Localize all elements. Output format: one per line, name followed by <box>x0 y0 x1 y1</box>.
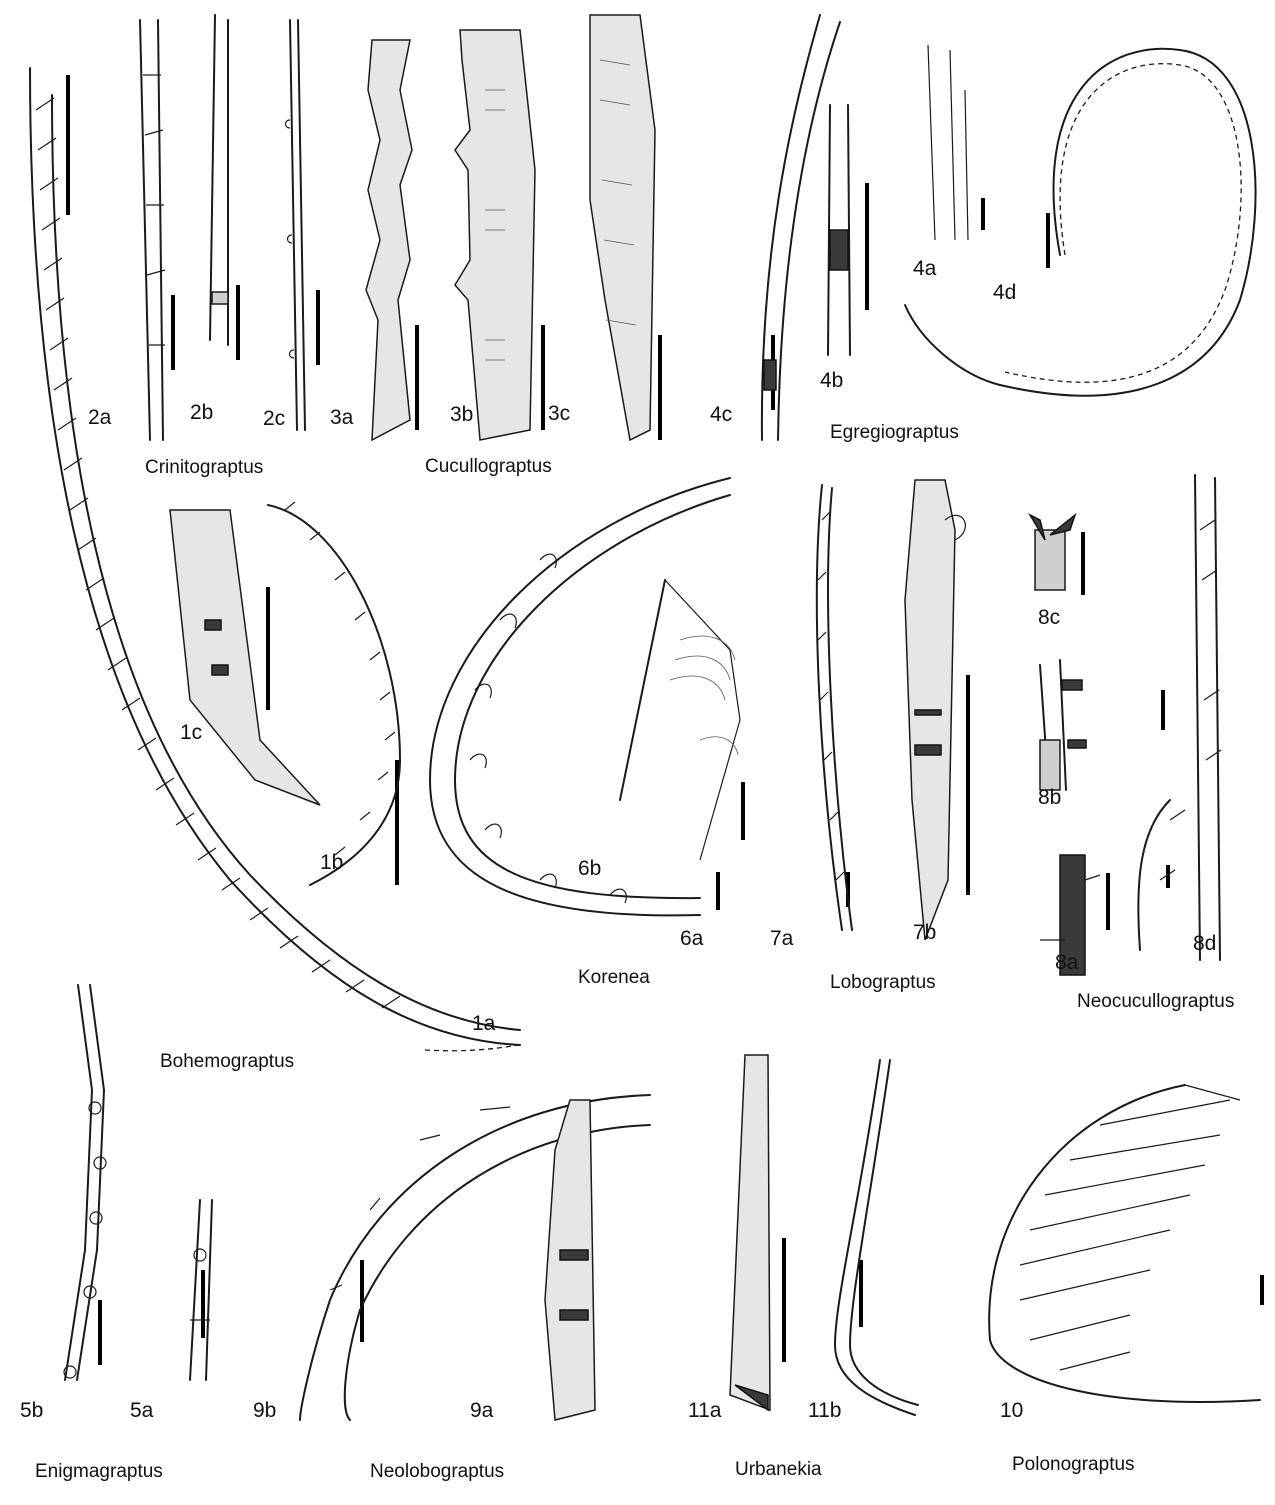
genus-neocucullograptus: Neocucullograptus <box>1077 991 1235 1012</box>
specimen-1c <box>169 509 321 806</box>
figure-label-9a: 9a <box>470 1399 494 1422</box>
figure-label-2c: 2c <box>263 407 286 430</box>
figure-label-1b: 1b <box>320 851 344 874</box>
figure-label-3a: 3a <box>330 406 354 429</box>
figure-label-8d: 8d <box>1193 932 1217 955</box>
figure-label-10: 10 <box>1000 1399 1024 1422</box>
figure-label-5b: 5b <box>20 1399 44 1422</box>
genus-polonograptus: Polonograptus <box>1012 1454 1135 1475</box>
figure-label-8b: 8b <box>1038 786 1062 809</box>
figure-label-11b: 11b <box>808 1399 842 1422</box>
figure-label-4c: 4c <box>710 403 733 426</box>
specimen-3b <box>454 29 536 441</box>
genus-lobograptus: Lobograptus <box>830 972 936 993</box>
specimen-8c <box>1028 512 1077 591</box>
genus-neolobograptus: Neolobograptus <box>370 1461 505 1482</box>
specimen-9a <box>544 1099 596 1421</box>
genus-korenea: Korenea <box>578 967 650 988</box>
figure-label-5a: 5a <box>130 1399 154 1422</box>
specimen-6a <box>429 477 731 917</box>
specimen-8a <box>1040 854 1101 976</box>
scale-bars <box>66 75 1264 1365</box>
figure-label-2b: 2b <box>190 401 214 424</box>
specimen-3a <box>365 39 413 442</box>
specimen-1a <box>29 67 521 1052</box>
figure-label-7a: 7a <box>770 927 794 950</box>
figure-label-1a: 1a <box>472 1012 496 1035</box>
specimen-4a <box>927 44 969 241</box>
figure-label-8c: 8c <box>1038 606 1061 629</box>
genus-crinitograptus: Crinitograptus <box>145 457 264 478</box>
specimen-10 <box>988 1084 1261 1403</box>
specimen-5a <box>189 1199 213 1381</box>
specimen-7b <box>904 479 966 941</box>
genus-enigmagraptus: Enigmagraptus <box>35 1461 163 1482</box>
specimen-8d <box>1137 474 1222 961</box>
specimen-6b <box>619 579 741 861</box>
figure-label-7b: 7b <box>913 921 937 944</box>
figure-label-4a: 4a <box>913 257 937 280</box>
specimen-4c <box>760 14 841 441</box>
figure-label-6a: 6a <box>680 927 704 950</box>
figure-label-3c: 3c <box>548 402 571 425</box>
specimen-2c <box>284 19 306 431</box>
figure-label-4b: 4b <box>820 369 844 392</box>
genus-cucullograptus: Cucullograptus <box>425 456 552 477</box>
figure-label-1c: 1c <box>180 721 203 744</box>
figure-label-8a: 8a <box>1055 951 1079 974</box>
figure-label-6b: 6b <box>578 857 602 880</box>
specimen-5b <box>63 984 107 1381</box>
specimen-7a <box>815 484 853 931</box>
specimen-11a <box>729 1054 771 1412</box>
specimen-11b <box>834 1059 919 1416</box>
genus-bohemograptus: Bohemograptus <box>160 1051 295 1072</box>
figure-label-4d: 4d <box>993 281 1017 304</box>
specimen-1b <box>267 501 401 886</box>
figure-label-2a: 2a <box>88 406 112 429</box>
specimen-4d <box>904 47 1257 397</box>
figure-label-3b: 3b <box>450 403 474 426</box>
genus-egregiograptus: Egregiograptus <box>830 422 959 443</box>
figure-label-9b: 9b <box>253 1399 277 1422</box>
specimen-8b <box>1039 659 1087 791</box>
specimen-4b <box>827 104 851 356</box>
specimen-3c <box>589 14 656 442</box>
specimen-9b <box>299 1094 651 1421</box>
figure-label-11a: 11a <box>688 1399 722 1422</box>
genus-urbanekia: Urbanekia <box>735 1459 822 1480</box>
specimen-2a <box>139 19 166 441</box>
specimen-2b <box>209 14 229 346</box>
